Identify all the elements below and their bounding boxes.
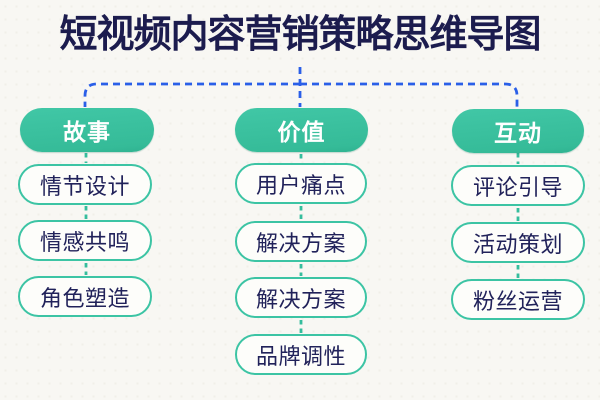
node-user-pain-points: 用户痛点 [235,163,367,204]
branch-pill-interaction: 互动 [452,109,584,153]
branch-pill-value: 价值 [235,108,368,152]
node-solution-2: 解决方案 [235,277,367,318]
page-title: 短视频内容营销策略思维导图 [59,14,541,56]
node-comment-guidance: 评论引导 [451,165,585,206]
node-character-building: 角色塑造 [18,276,152,317]
node-fan-operation: 粉丝运营 [451,279,585,320]
node-solution-1: 解决方案 [235,221,367,262]
node-brand-tone: 品牌调性 [235,334,367,375]
node-event-planning: 活动策划 [451,222,585,263]
node-emotional-resonance: 情感共鸣 [18,220,152,261]
branch-connector-lines [83,67,519,108]
node-plot-design: 情节设计 [18,164,152,205]
branch-pill-story: 故事 [20,108,154,152]
